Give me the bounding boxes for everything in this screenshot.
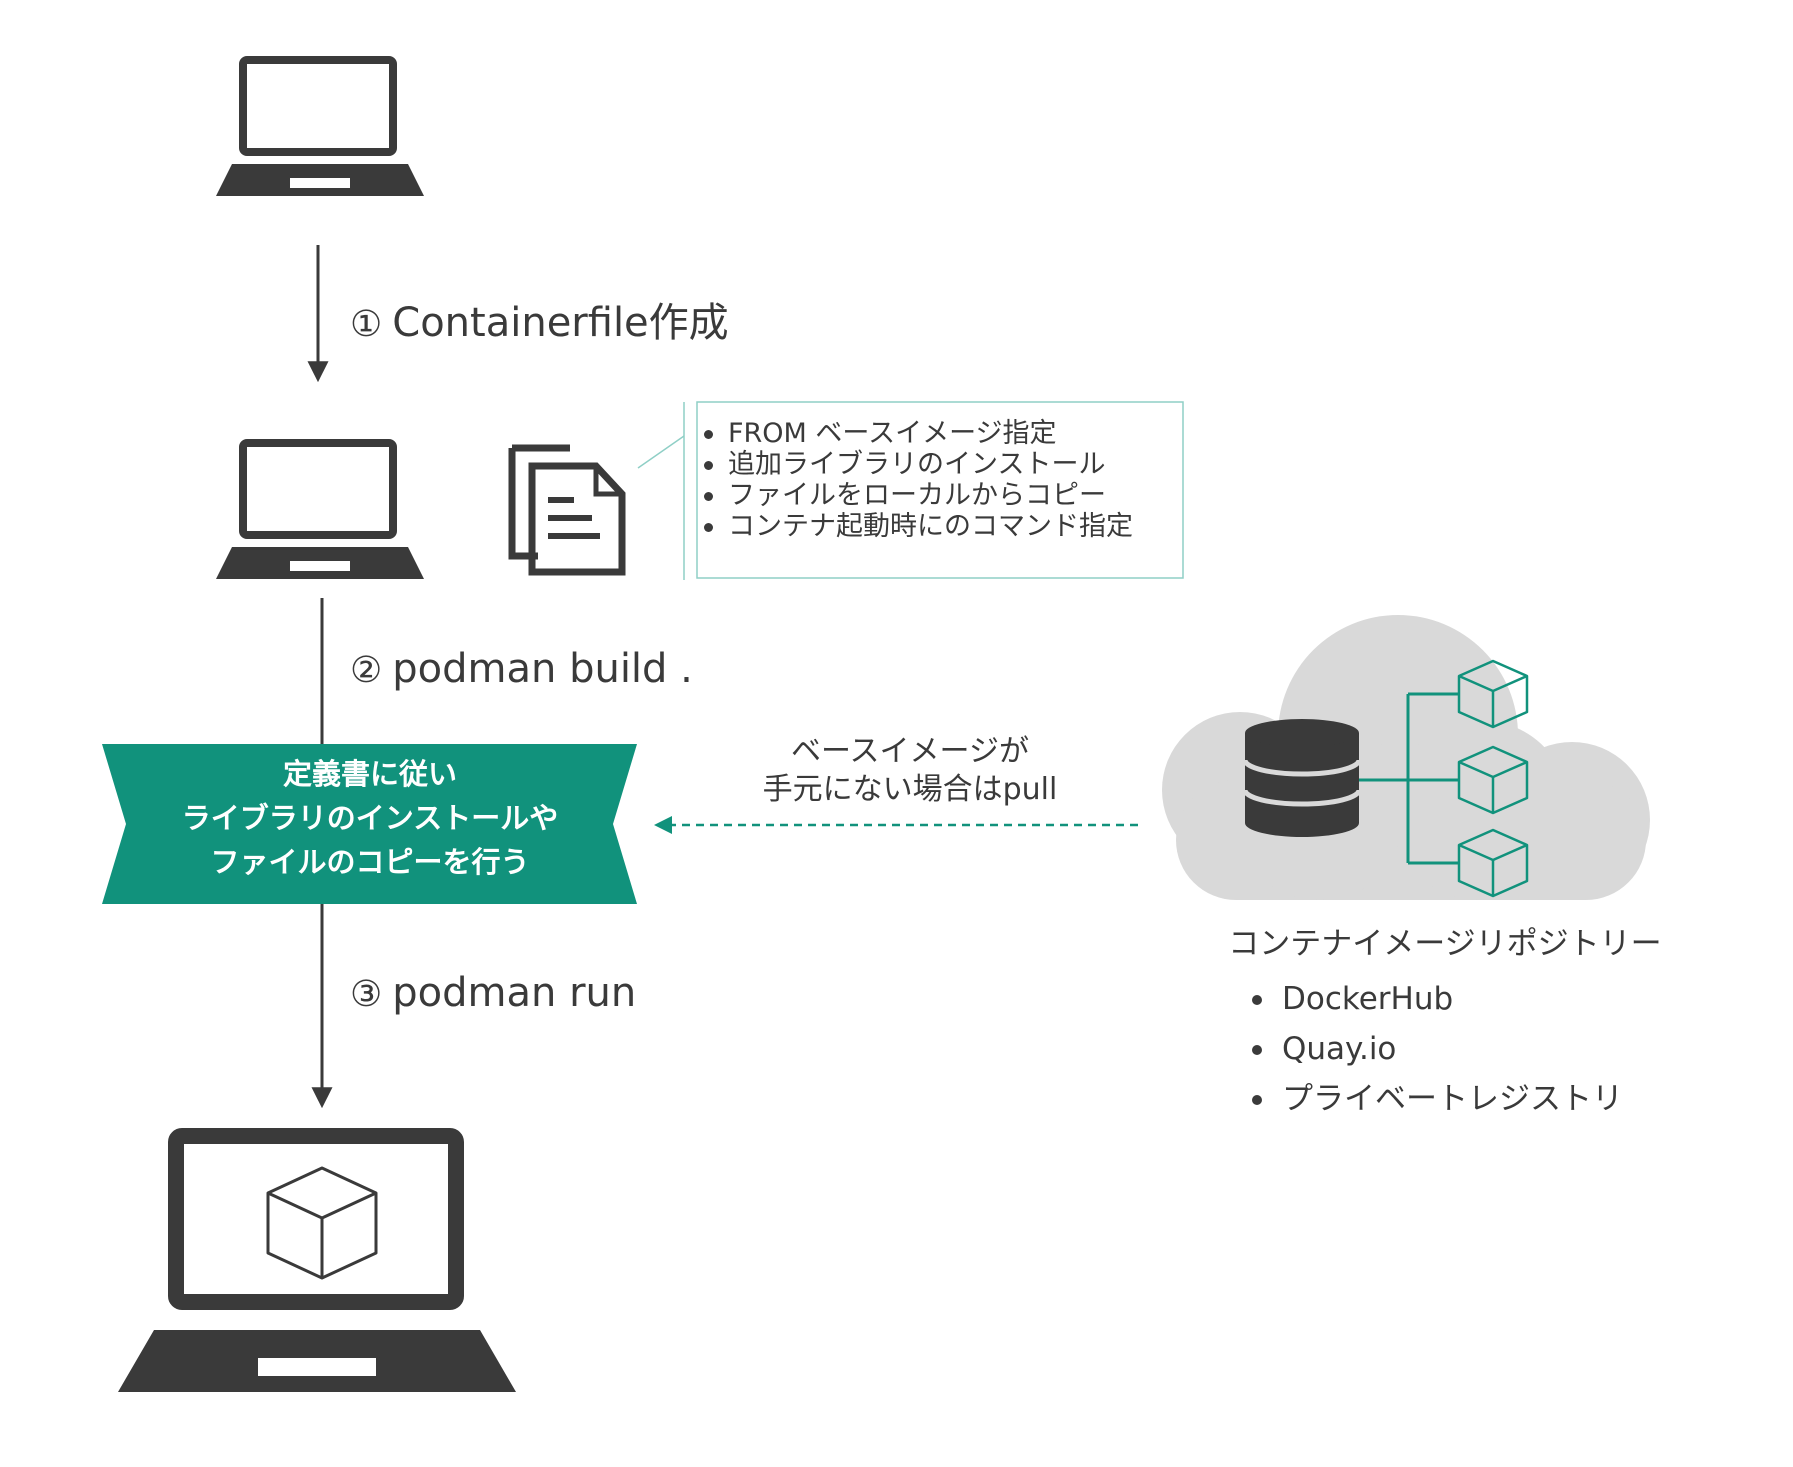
containerfile-instructions-list: FROM ベースイメージ指定 追加ライブラリのインストール ファイルをローカルか…	[696, 418, 1133, 542]
step2-text: podman build .	[392, 646, 693, 692]
list-item: 追加ライブラリのインストール	[696, 449, 1133, 480]
step3-text: podman run	[392, 970, 637, 1016]
image-cube-icon-3	[1457, 828, 1529, 898]
list-item: コンテナ起動時にのコマンド指定	[696, 511, 1133, 542]
pull-note-line-2: 手元にない場合はpull	[762, 772, 1058, 807]
laptop-icon-running-container	[118, 1128, 516, 1392]
build-banner	[102, 744, 637, 904]
container-cube-icon	[266, 1166, 378, 1280]
list-item: FROM ベースイメージ指定	[696, 418, 1133, 449]
list-item: ファイルをローカルからコピー	[696, 480, 1133, 511]
step1-number: ①	[350, 304, 383, 345]
pull-arrow	[654, 816, 1138, 834]
step3-number: ③	[350, 974, 383, 1015]
repository-list: DockerHub Quay.io プライベートレジストリ	[1248, 974, 1623, 1124]
banner-line-1: 定義書に従い	[282, 757, 457, 791]
list-item: DockerHub	[1248, 974, 1623, 1024]
list-item: Quay.io	[1248, 1024, 1623, 1074]
image-cube-icon-2	[1457, 745, 1529, 815]
banner-line-2: ライブラリのインストールや	[181, 801, 559, 835]
cloud-shape	[1162, 615, 1650, 900]
containerfile-document-icon	[508, 444, 626, 576]
step1-text: Containerfile作成	[392, 300, 729, 346]
containerfile-callout-box	[637, 401, 1184, 580]
build-banner-text: 定義書に従い ライブラリのインストールや ファイルのコピーを行う	[100, 752, 640, 884]
repository-branch-lines	[1359, 692, 1458, 865]
repository-title: コンテナイメージリポジトリー	[1228, 926, 1662, 962]
image-cube-icon-1	[1457, 659, 1529, 729]
laptop-icon-local	[216, 56, 424, 196]
banner-line-3: ファイルのコピーを行う	[210, 845, 530, 879]
laptop-icon-with-containerfile	[216, 439, 424, 579]
pull-note-line-1: ベースイメージが	[791, 734, 1029, 769]
database-icon	[1242, 719, 1362, 837]
step2-number: ②	[350, 650, 383, 691]
pull-note: ベースイメージが 手元にない場合はpull	[700, 733, 1120, 809]
list-item: プライベートレジストリ	[1248, 1074, 1623, 1124]
